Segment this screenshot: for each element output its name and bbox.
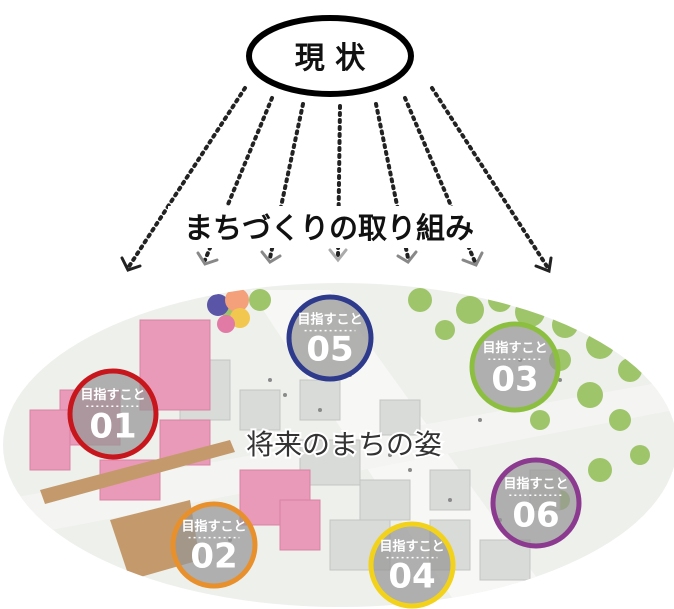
goal-badge-01: 目指すこと 01 — [67, 368, 159, 460]
goal-badge-number: 05 — [306, 330, 353, 370]
goal-badge-04: 目指すこと 04 — [368, 521, 456, 609]
goal-badge-05: 目指すこと 05 — [286, 294, 374, 382]
arrow-head-5 — [396, 250, 418, 264]
goal-badge-ring — [170, 501, 258, 589]
goal-badge-06: 目指すこと 06 — [490, 457, 582, 549]
goal-badge-number: 03 — [491, 360, 538, 400]
goal-badge-02: 目指すこと 02 — [170, 501, 258, 589]
current-state-label: 現 状 — [295, 41, 366, 76]
arrow-head-1 — [120, 256, 142, 272]
goal-badge-caption: 目指すこと — [482, 340, 547, 356]
goal-badge-ring — [286, 294, 374, 382]
goal-badge-03: 目指すこと 03 — [469, 321, 561, 413]
subtitle: まちづくりの取り組み — [184, 211, 474, 245]
goal-badge-caption: 目指すこと — [80, 387, 145, 403]
arrow-head-2 — [196, 251, 219, 266]
subtitle-backdrop — [168, 206, 490, 248]
current-state-oval — [246, 15, 414, 97]
goal-badge-number: 04 — [388, 557, 435, 597]
goal-badge-number: 06 — [512, 496, 559, 536]
future-town-label: 将来のまちの姿 — [246, 428, 442, 461]
goal-badge-ring — [490, 457, 582, 549]
goal-badges: 目指すこと01目指すこと02目指すこと03目指すこと04目指すこと05目指すこと… — [67, 294, 582, 609]
goal-badge-caption: 目指すこと — [503, 476, 568, 492]
arrow-head-4 — [328, 248, 348, 263]
goal-badge-number: 02 — [190, 537, 237, 577]
arrow-head-3 — [260, 250, 282, 264]
arrow-1 — [126, 86, 247, 270]
goal-badge-caption: 目指すこと — [181, 519, 246, 535]
arrow-7 — [430, 86, 550, 270]
balloons — [207, 288, 250, 333]
goal-badge-number: 01 — [89, 407, 136, 447]
arrow-head-7 — [534, 256, 553, 274]
goal-badge-ring — [368, 521, 456, 609]
arrow-heads — [120, 248, 553, 274]
goal-badge-caption: 目指すこと — [297, 312, 362, 328]
goal-badge-caption: 目指すこと — [379, 539, 444, 555]
goal-badge-ring — [469, 321, 561, 413]
goal-badge-ring — [67, 368, 159, 460]
arrow-head-6 — [461, 251, 484, 267]
